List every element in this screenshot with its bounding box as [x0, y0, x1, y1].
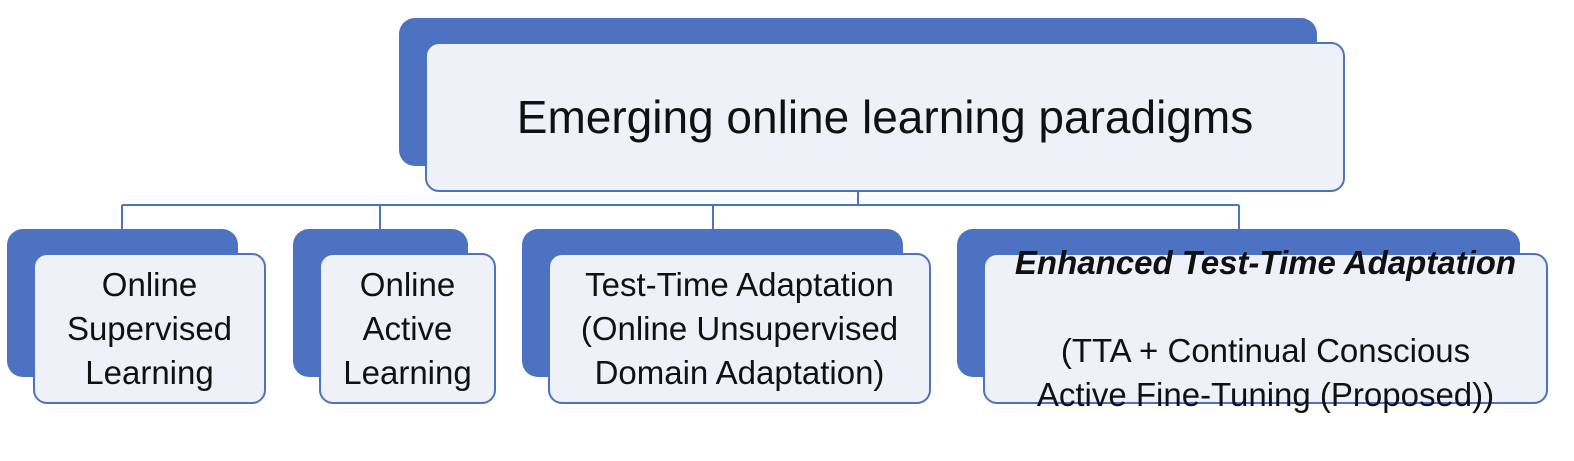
child-node-box: Test-Time Adaptation (Online Unsupervise… — [548, 253, 931, 404]
child-node-label: (TTA + Continual Conscious Active Fine-T… — [1036, 331, 1495, 413]
child-node-enhanced-test-time-adaptation: Enhanced Test-Time Adaptation (TTA + Con… — [957, 229, 1548, 413]
child-node-label: Online Supervised Learning — [66, 265, 233, 391]
child-node-online-supervised-learning: Online Supervised Learning — [7, 229, 266, 404]
child-node-box: Enhanced Test-Time Adaptation (TTA + Con… — [983, 244, 1548, 413]
child-node-label-group: Enhanced Test-Time Adaptation (TTA + Con… — [1015, 197, 1516, 461]
child-node-emphasis-label: Enhanced Test-Time Adaptation — [1014, 243, 1517, 281]
root-node-box: Emerging online learning paradigms — [425, 42, 1345, 192]
child-node-test-time-adaptation: Test-Time Adaptation (Online Unsupervise… — [522, 229, 931, 404]
child-node-online-active-learning: Online Active Learning — [293, 229, 496, 404]
child-node-box: Online Active Learning — [319, 253, 496, 404]
child-node-label: Online Active Learning — [343, 265, 472, 391]
child-node-label: Test-Time Adaptation (Online Unsupervise… — [580, 265, 899, 391]
root-node-label: Emerging online learning paradigms — [516, 90, 1254, 143]
root-node: Emerging online learning paradigms — [399, 18, 1345, 192]
child-node-box: Online Supervised Learning — [33, 253, 266, 404]
